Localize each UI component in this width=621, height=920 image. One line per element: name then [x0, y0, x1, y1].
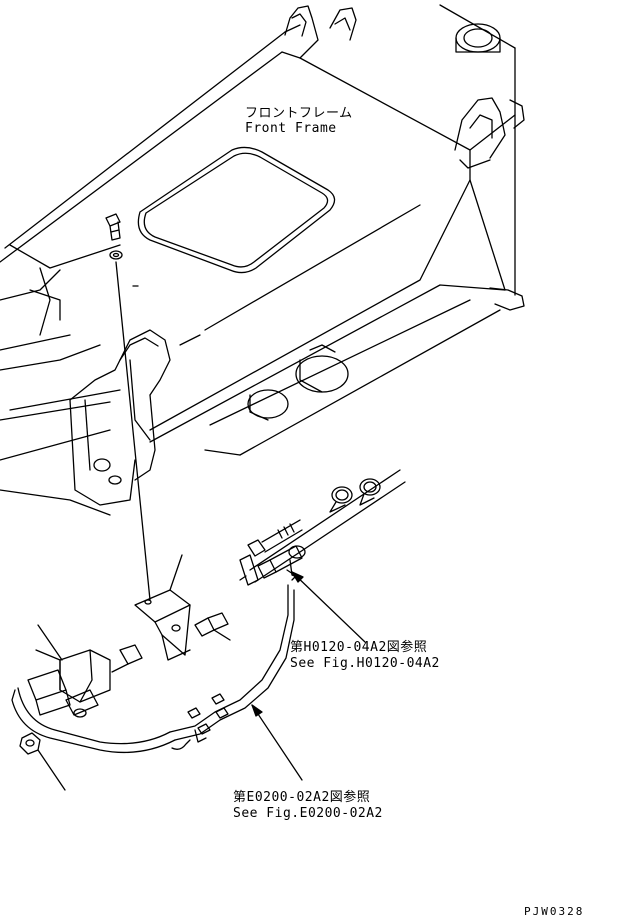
- nut: [19, 732, 66, 791]
- front-frame: [0, 4, 525, 516]
- mounting-bolt: [105, 213, 121, 241]
- assembly-line: [115, 261, 151, 601]
- pipe-clamp-assembly: [239, 469, 406, 586]
- reference-h-label-en: See Fig.H0120-04A2: [290, 656, 440, 671]
- drawing-code: PJW0328: [524, 905, 585, 918]
- reference-h-label-jp: 第H0120-04A2図参照: [290, 640, 428, 655]
- washer: [109, 250, 123, 260]
- reference-e-label-jp: 第E0200-02A2図参照: [233, 790, 371, 805]
- sensor-connector: [11, 644, 176, 754]
- bracket-bolt: [194, 612, 231, 641]
- arrow-ref-h: [291, 571, 366, 643]
- wire-harness: [169, 584, 295, 750]
- reference-e-label-en: See Fig.E0200-02A2: [233, 806, 383, 821]
- arrow-ref-e: [251, 704, 303, 781]
- leader-line: [37, 624, 63, 661]
- front-frame-label-en: Front Frame: [245, 121, 337, 136]
- front-frame-label-jp: フロントフレーム: [245, 106, 353, 121]
- bracket: [134, 554, 191, 661]
